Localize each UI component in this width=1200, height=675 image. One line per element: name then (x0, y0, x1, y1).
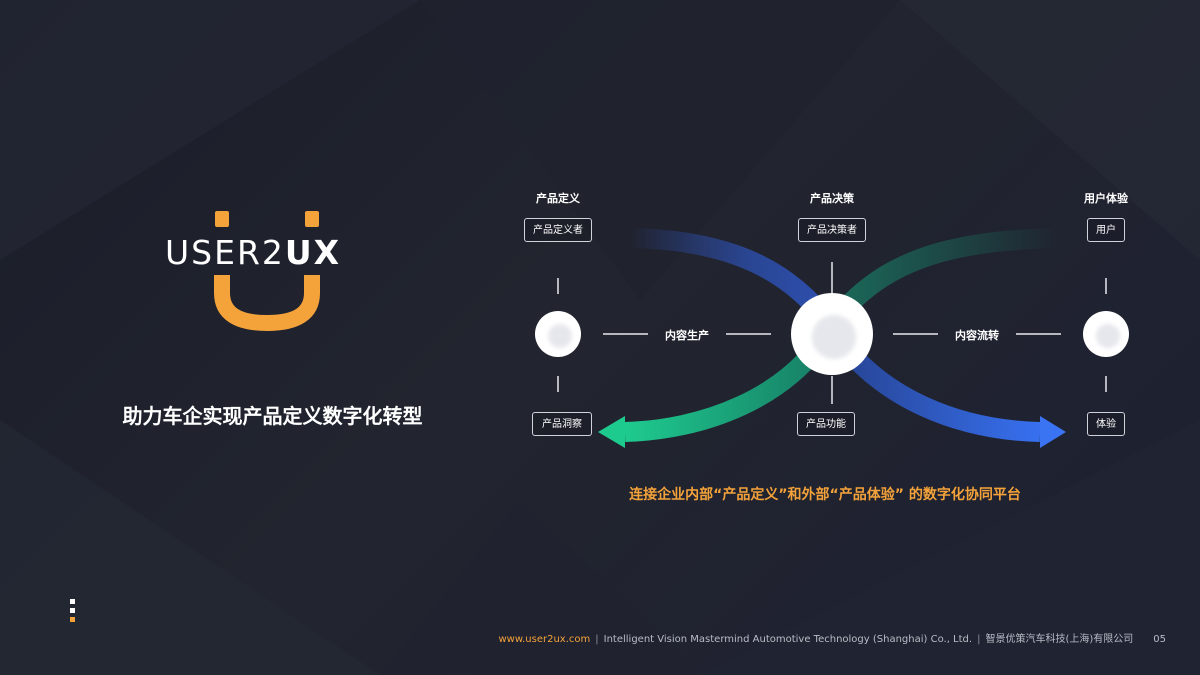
page-subtitle: 助力车企实现产品定义数字化转型 (122, 404, 423, 428)
brand-logo: USER2UX (165, 205, 380, 335)
column-header-definition: 产品定义 (536, 192, 580, 205)
node-left (535, 311, 581, 357)
brand-wordmark: USER2UX (165, 233, 380, 272)
box-product-insight: 产品洞察 (532, 412, 592, 436)
footer-company-en: Intelligent Vision Mastermind Automotive… (603, 634, 973, 645)
link-label-content-production: 内容生产 (665, 329, 709, 342)
box-product-definer: 产品定义者 (524, 218, 592, 242)
box-user: 用户 (1087, 218, 1125, 242)
diagram-caption: 连接企业内部“产品定义”和外部“产品体验” 的数字化协同平台 (629, 487, 1021, 503)
right-arrowhead-icon (1040, 416, 1066, 448)
footer-company-cn: 智景优策汽车科技(上海)有限公司 (985, 634, 1134, 645)
left-arrowhead-icon (598, 416, 625, 448)
box-experience: 体验 (1087, 412, 1125, 436)
node-right (1083, 311, 1129, 357)
node-center (791, 293, 873, 375)
page-number: 05 (1153, 634, 1166, 645)
link-label-content-circulation: 内容流转 (955, 329, 999, 342)
footer-url[interactable]: www.user2ux.com (498, 634, 591, 645)
box-product-feature: 产品功能 (797, 412, 855, 436)
footer: www.user2ux.com|Intelligent Vision Maste… (498, 634, 1167, 645)
smile-mark-icon (214, 211, 320, 332)
brand-name-left: USER2 (165, 233, 285, 272)
box-product-decider: 产品决策者 (798, 218, 866, 242)
page-dots-icon (70, 599, 76, 629)
green-flow-top (827, 228, 1061, 327)
column-header-decision: 产品决策 (810, 192, 854, 205)
column-header-experience: 用户体验 (1084, 192, 1128, 205)
brand-name-right: UX (284, 233, 342, 272)
